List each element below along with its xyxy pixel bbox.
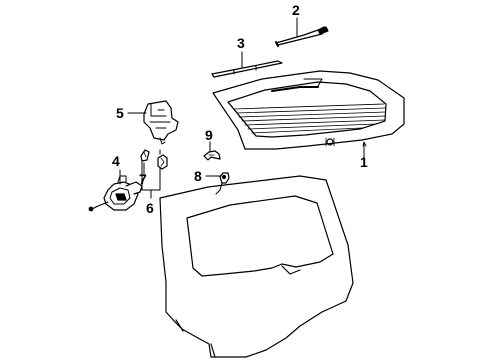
clip — [203, 150, 221, 161]
defroster-lines — [233, 103, 386, 134]
callout-5: 5 — [116, 105, 124, 121]
callout-4: 4 — [112, 153, 120, 169]
callout-labels: 1 2 3 4 5 6 7 8 9 — [112, 2, 368, 216]
leader-lines — [119, 17, 367, 199]
washer-nozzle — [215, 172, 230, 195]
wiper-arm — [275, 26, 329, 47]
hose-fitting — [140, 149, 150, 162]
callout-6: 6 — [146, 200, 154, 216]
glass-wiper-pivot — [326, 138, 334, 146]
liftgate — [159, 175, 354, 358]
back-glass — [212, 70, 405, 150]
callout-2: 2 — [292, 2, 300, 18]
washer-hose — [157, 149, 168, 170]
callout-7: 7 — [139, 171, 147, 187]
callout-8: 8 — [194, 168, 202, 184]
callout-9: 9 — [205, 127, 213, 143]
callout-3: 3 — [237, 35, 245, 51]
wiper-motor — [88, 175, 143, 212]
washer-reservoir — [143, 100, 179, 145]
callout-1: 1 — [360, 154, 368, 170]
wiper-blade — [211, 60, 283, 78]
